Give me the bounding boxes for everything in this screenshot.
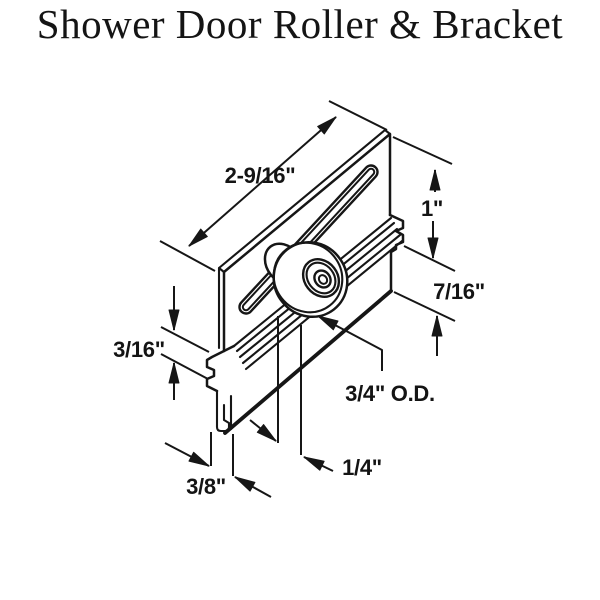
wheel-hub: [313, 269, 332, 289]
bracket-leg: [215, 389, 233, 433]
dim-label-roller-diameter: 3/4" O.D.: [345, 381, 435, 406]
dim-plate-width: 2-9/16": [159, 100, 388, 272]
flange-bottom-edge: [223, 289, 393, 435]
dim-label-channel-width: 1/4": [342, 455, 382, 480]
rail-right-end-profile: [388, 213, 405, 293]
dim-label-left-offset: 3/16": [113, 337, 165, 362]
dim-left-offset: 3/16": [113, 286, 210, 400]
dim-plate-height: 1": [392, 136, 456, 272]
roller-wheel: [263, 240, 349, 319]
dim-flange-height: 7/16": [393, 279, 485, 356]
page-title: Shower Door Roller & Bracket: [36, 1, 564, 47]
dim-channel-width: 1/4": [249, 316, 382, 480]
dim-label-plate-height: 1": [421, 196, 443, 221]
dim-label-leg-width: 3/8": [186, 474, 226, 499]
wheel-rim-inner-line: [272, 241, 344, 314]
wheel-groove-outer: [301, 258, 341, 298]
dim-label-plate-width: 2-9/16": [225, 163, 296, 188]
wheel-groove-inner: [305, 261, 337, 295]
dim-label-flange-height: 7/16": [433, 279, 485, 304]
dim-leg-width: 3/8": [164, 432, 272, 499]
adjustment-slot: [238, 164, 379, 315]
rail-left-end-profile: [205, 344, 236, 393]
wheel-axle-hole: [317, 274, 329, 285]
callout-roller-diameter: 3/4" O.D.: [317, 315, 435, 406]
